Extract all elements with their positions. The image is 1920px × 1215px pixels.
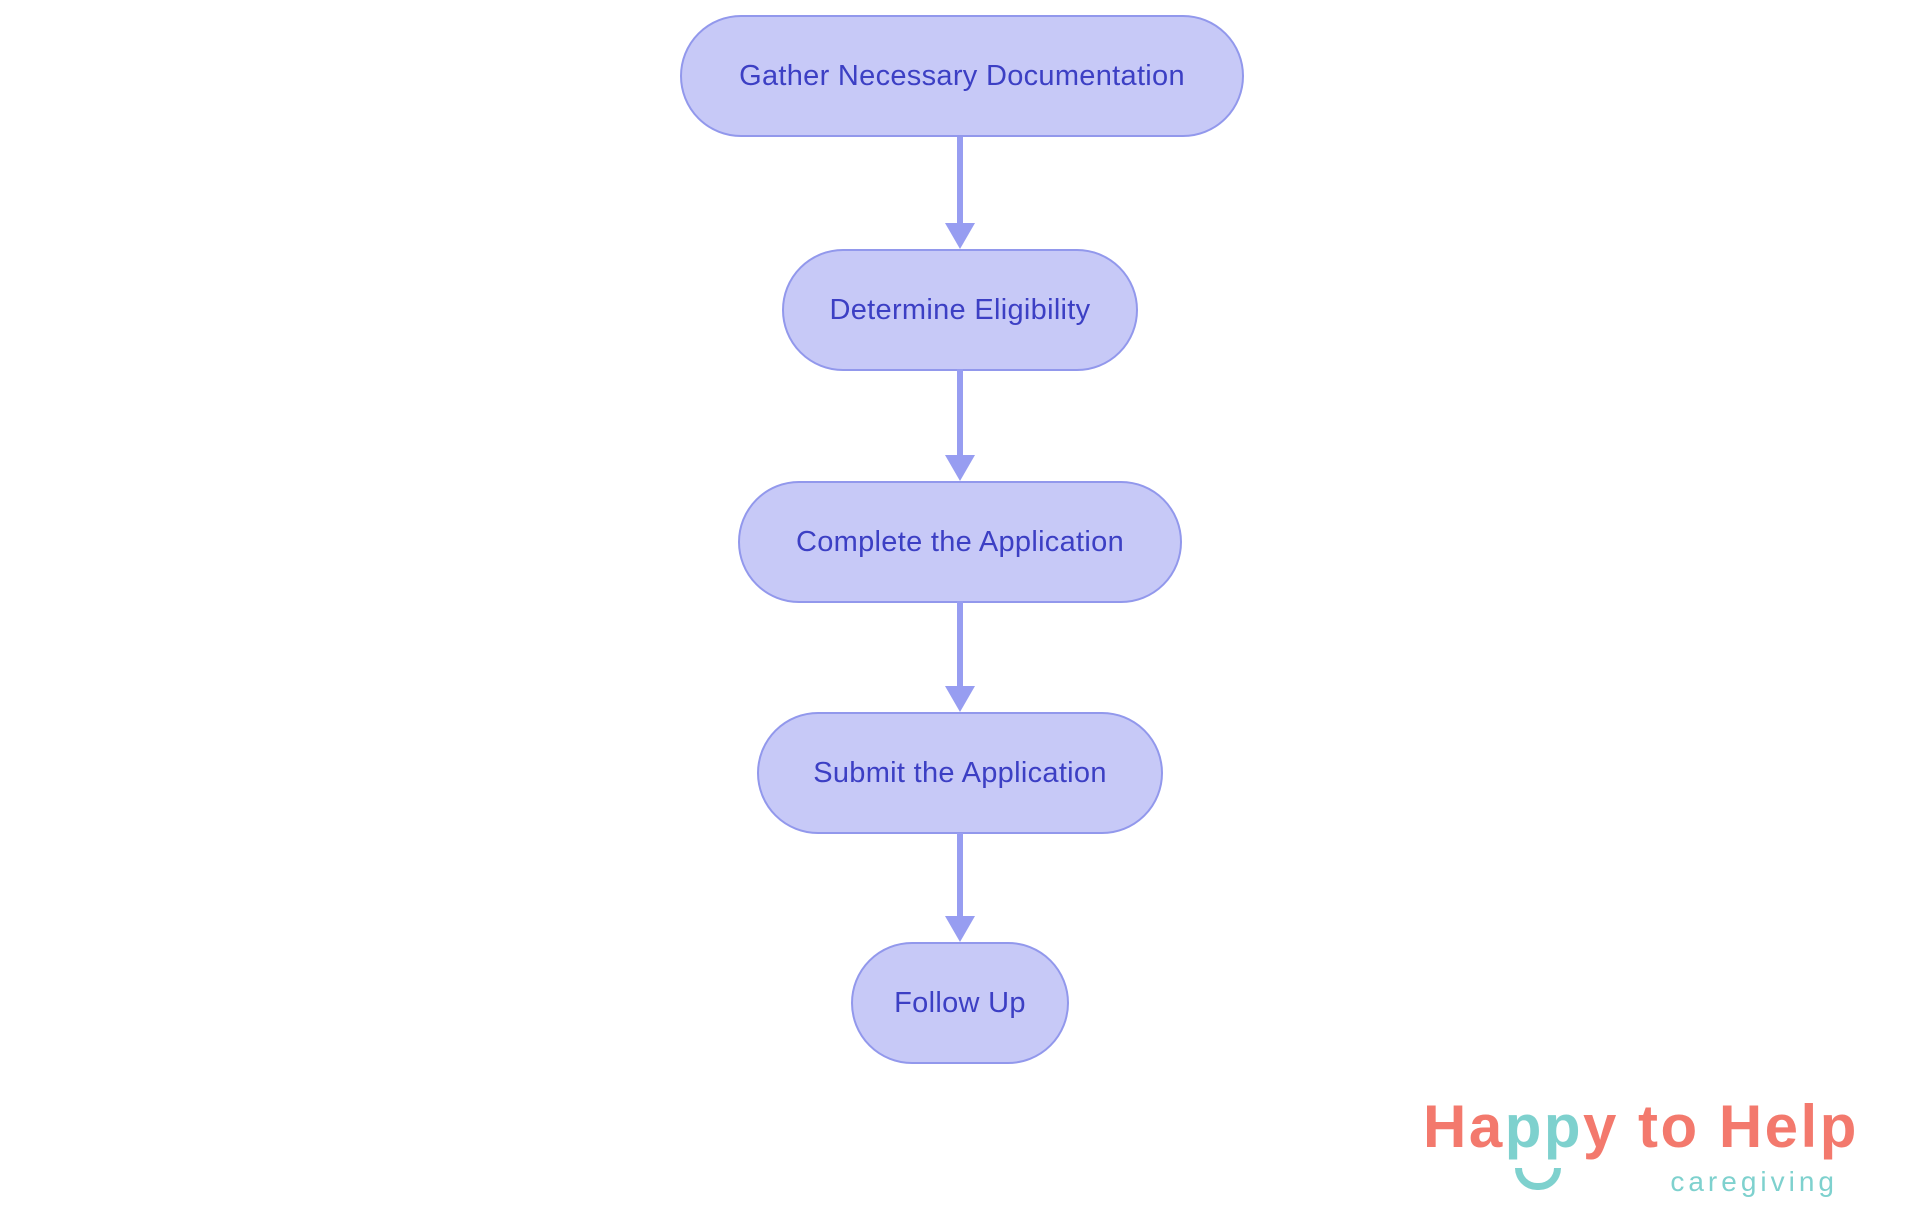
arrow-line bbox=[957, 369, 963, 455]
logo-text-pp: pp bbox=[1504, 1093, 1584, 1160]
arrow-down-icon bbox=[945, 223, 975, 249]
flow-node-follow-up: Follow Up bbox=[851, 942, 1069, 1064]
arrow-line bbox=[957, 137, 963, 223]
arrow-down-icon bbox=[945, 686, 975, 712]
arrow-down-icon bbox=[945, 455, 975, 481]
arrow-line bbox=[957, 833, 963, 916]
logo-tagline: caregiving bbox=[1670, 1166, 1838, 1197]
flow-node-label: Gather Necessary Documentation bbox=[739, 59, 1185, 92]
flow-arrow-4 bbox=[945, 833, 975, 942]
flow-node-label: Complete the Application bbox=[795, 525, 1124, 558]
flow-node-label: Submit the Application bbox=[813, 756, 1107, 789]
logo-text-ha: Ha bbox=[1423, 1093, 1505, 1160]
arrow-down-icon bbox=[945, 916, 975, 942]
smile-icon bbox=[1514, 1168, 1561, 1190]
flow-node-submit-application: Submit the Application bbox=[757, 712, 1163, 834]
flow-arrow-2 bbox=[945, 369, 975, 481]
flow-arrow-3 bbox=[945, 601, 975, 712]
arrow-line bbox=[957, 601, 963, 686]
flow-node-label: Determine Eligibility bbox=[829, 293, 1091, 326]
logo-text-y-to-help: y to Help bbox=[1583, 1093, 1859, 1160]
flow-node-gather-documentation: Gather Necessary Documentation bbox=[680, 15, 1244, 137]
flow-node-complete-application: Complete the Application bbox=[738, 481, 1182, 603]
logo-pp-smiley: pp bbox=[1505, 1097, 1583, 1190]
flow-arrow-1 bbox=[945, 137, 975, 249]
flow-node-label: Follow Up bbox=[894, 986, 1026, 1019]
flow-node-determine-eligibility: Determine Eligibility bbox=[782, 249, 1138, 371]
